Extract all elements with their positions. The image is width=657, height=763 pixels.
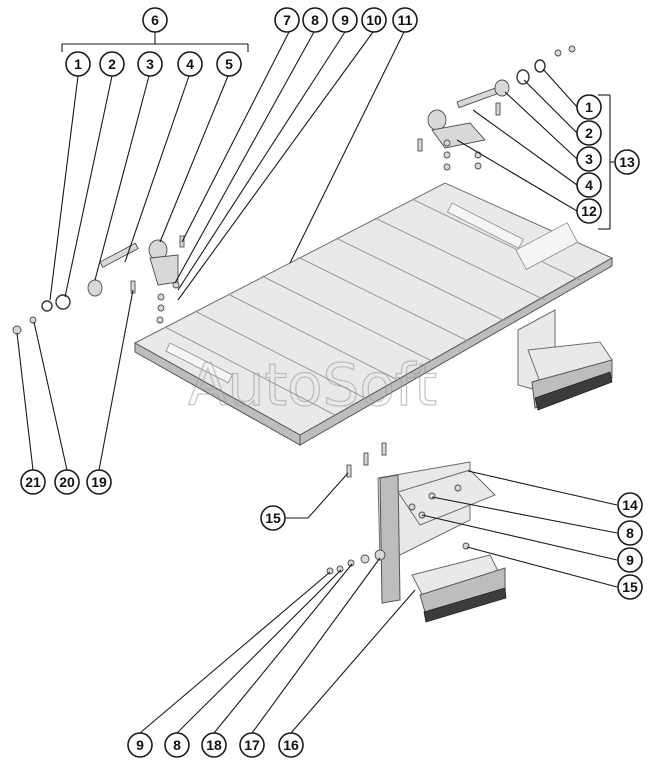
callout-11-label: 11: [398, 12, 413, 28]
callout-2-top: 2: [99, 51, 125, 77]
callout-19: 19: [86, 469, 112, 495]
callout-9-bottom-label: 9: [136, 737, 144, 753]
callout-18: 18: [201, 732, 227, 758]
callout-9-top: 9: [332, 7, 358, 33]
callout-6-label: 6: [151, 12, 159, 28]
callout-12: 12: [576, 198, 602, 224]
callout-4-right-label: 4: [585, 177, 593, 193]
callout-14-label: 14: [622, 497, 638, 513]
callout-18-label: 18: [206, 737, 222, 753]
callout-16: 16: [278, 732, 304, 758]
callout-7: 7: [274, 7, 300, 33]
callout-2-right-label: 2: [585, 125, 593, 141]
callout-8-top-label: 8: [311, 12, 319, 28]
callout-12-label: 12: [581, 203, 597, 219]
callout-1-top: 1: [65, 51, 91, 77]
bracket-assembly-installed: [517, 309, 613, 411]
callout-13-label: 13: [619, 154, 635, 170]
callout-15-right: 15: [617, 574, 643, 600]
callout-17-label: 17: [244, 737, 260, 753]
callout-5-top-label: 5: [225, 56, 233, 72]
callout-8-bottom: 8: [164, 732, 190, 758]
callout-8-right-label: 8: [626, 525, 634, 541]
callout-11: 11: [392, 7, 418, 33]
callout-4-top: 4: [177, 51, 203, 77]
callout-9-right-label: 9: [626, 552, 634, 568]
bracket-assembly-exploded: [377, 461, 507, 623]
callout-14: 14: [617, 492, 643, 518]
callout-21: 21: [20, 469, 46, 495]
callout-20: 20: [54, 469, 80, 495]
callout-19-label: 19: [91, 474, 107, 490]
callout-8-bottom-label: 8: [173, 737, 181, 753]
callout-15-right-label: 15: [622, 579, 638, 595]
callout-10: 10: [361, 7, 387, 33]
callout-3-right-label: 3: [585, 151, 593, 167]
callout-16-label: 16: [283, 737, 299, 753]
callout-2-right: 2: [576, 120, 602, 146]
callout-9-bottom: 9: [127, 732, 153, 758]
callout-3-top: 3: [137, 51, 163, 77]
callout-21-label: 21: [25, 474, 41, 490]
callout-3-right: 3: [576, 146, 602, 172]
callout-17: 17: [239, 732, 265, 758]
floor-plate: [133, 182, 614, 446]
callout-4-top-label: 4: [186, 56, 194, 72]
callout-13: 13: [614, 149, 640, 175]
callout-9-right: 9: [617, 547, 643, 573]
callout-7-label: 7: [283, 12, 291, 28]
callout-3-top-label: 3: [146, 56, 154, 72]
callout-8-right: 8: [617, 520, 643, 546]
callout-15-left-label: 15: [265, 510, 281, 526]
callout-2-top-label: 2: [108, 56, 116, 72]
callout-5-top: 5: [216, 51, 242, 77]
callout-1-right-label: 1: [585, 99, 593, 115]
callout-4-right: 4: [576, 172, 602, 198]
callout-10-label: 10: [366, 12, 382, 28]
callout-1-top-label: 1: [74, 56, 82, 72]
callout-9-top-label: 9: [341, 12, 349, 28]
callout-20-label: 20: [59, 474, 75, 490]
leader-lines: [16, 31, 618, 734]
watermark-text: AutoSoft: [188, 351, 437, 419]
callout-15-left: 15: [260, 505, 286, 531]
callout-1-right: 1: [576, 94, 602, 120]
callout-6: 6: [142, 7, 168, 33]
callout-8-top: 8: [302, 7, 328, 33]
